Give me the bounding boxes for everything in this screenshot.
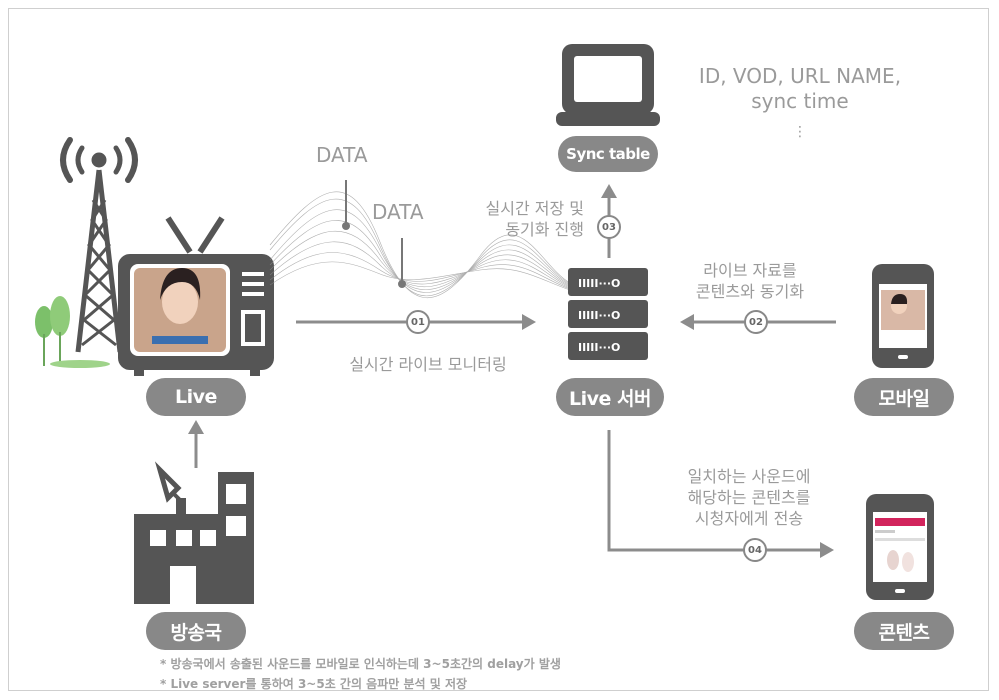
sync-table-label: Sync table xyxy=(558,136,658,172)
live-sync-line2: 콘텐츠와 동기화 xyxy=(695,282,805,301)
diagram-frame xyxy=(8,8,989,691)
match-line3: 시청자에게 전송 xyxy=(694,509,804,528)
server-icon: IIIII···O IIIII···O IIIII···O xyxy=(568,268,648,360)
mobile-label: 모바일 xyxy=(854,378,954,416)
live-label: Live xyxy=(146,378,246,416)
laptop-icon xyxy=(556,44,660,126)
match-caption: 일치하는 사운드에 해당하는 콘텐츠를 시청자에게 전송 xyxy=(664,466,834,529)
match-line2: 해당하는 콘텐츠를 xyxy=(687,488,811,507)
broadcaster-label: 방송국 xyxy=(146,612,246,650)
arrow-broadcaster-to-live xyxy=(188,420,204,468)
svg-text:IIIII···O: IIIII···O xyxy=(578,341,620,354)
sync-fields-line1: ID, VOD, URL NAME, xyxy=(698,64,902,88)
tree-icon xyxy=(35,296,110,368)
data-label-1: DATA xyxy=(316,143,368,167)
sync-fields-ellipsis: ⋮ xyxy=(793,124,807,140)
step-02-badge: 02 xyxy=(744,310,768,334)
svg-text:IIIII···O: IIIII···O xyxy=(578,277,620,290)
mobile-phone-icon xyxy=(872,264,934,368)
match-line1: 일치하는 사운드에 xyxy=(687,467,811,486)
step-03-badge: 03 xyxy=(597,215,621,239)
footnote-2: * Live server를 통하여 3~5초 간의 음파만 분석 및 저장 xyxy=(160,677,468,691)
step-01-badge: 01 xyxy=(406,310,430,334)
sound-wave xyxy=(269,191,571,299)
data-pointer-lines xyxy=(342,180,406,288)
broadcast-building-icon xyxy=(134,461,254,604)
sync-fields-caption: ID, VOD, URL NAME, sync time ⋮ xyxy=(680,64,920,145)
contents-phone-icon xyxy=(866,494,934,600)
sync-fields-line2: sync time xyxy=(751,89,849,113)
step-04-badge: 04 xyxy=(743,538,767,562)
live-sync-caption: 라이브 자료를 콘텐츠와 동기화 xyxy=(680,260,820,302)
broadcast-tower-icon xyxy=(60,137,138,353)
contents-label: 콘텐츠 xyxy=(854,612,954,650)
live-server-label: Live 서버 xyxy=(556,378,664,416)
realtime-save-caption: 실시간 저장 및 동기화 진행 xyxy=(440,198,585,240)
realtime-save-line1: 실시간 저장 및 xyxy=(485,199,585,218)
footnote-1: * 방송국에서 송출된 사운드를 모바일로 인식하는데 3~5초간의 delay… xyxy=(160,657,561,671)
svg-text:IIIII···O: IIIII···O xyxy=(578,309,620,322)
realtime-save-line2: 동기화 진행 xyxy=(505,220,584,239)
data-label-2: DATA xyxy=(372,200,424,224)
tv-icon xyxy=(118,216,274,376)
live-sync-line1: 라이브 자료를 xyxy=(703,261,797,280)
realtime-monitoring-caption: 실시간 라이브 모니터링 xyxy=(349,355,507,374)
